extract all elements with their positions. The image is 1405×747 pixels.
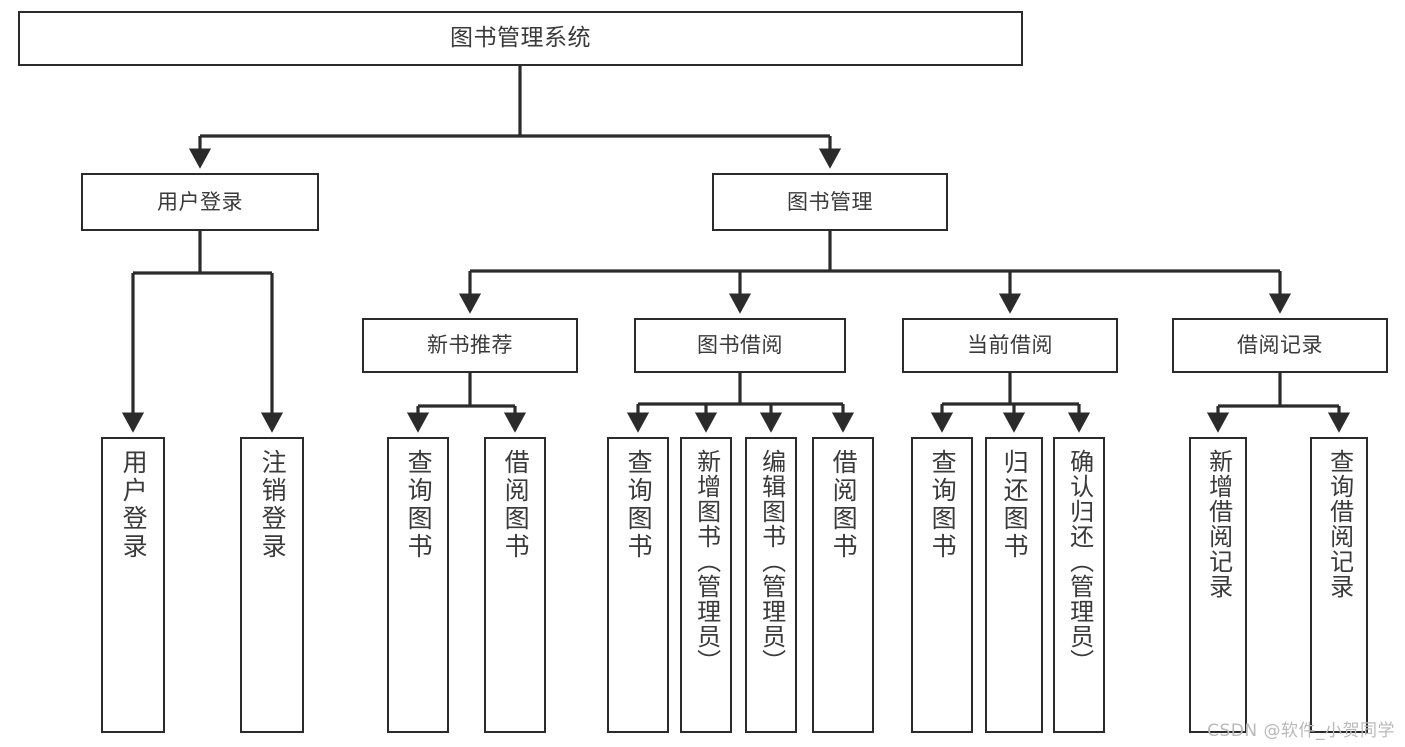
node-user-login[interactable]: 用户登录 [81,173,319,231]
node-label: 用户登录 [157,189,243,214]
node-label: 查询图书 [624,449,654,561]
node-borrowing-record[interactable]: 借阅记录 [1172,318,1388,373]
node-label: 查询图书 [404,449,434,561]
node-label: 借阅图书 [829,449,859,561]
node-label: 图书借阅 [697,333,783,358]
leaf-borrow-book-newbook[interactable]: 借阅图书 [484,437,546,733]
node-label: 用户登录 [119,449,149,561]
leaf-query-book-newbook[interactable]: 查询图书 [387,437,449,733]
node-label: 确认归还（管理员） [1065,449,1094,674]
node-label: 查询借阅记录 [1325,449,1354,599]
watermark: CSDN @软件_小贺同学 [1207,721,1395,741]
node-label: 编辑图书（管理员） [757,449,786,674]
node-book-management[interactable]: 图书管理 [712,173,948,231]
leaf-confirm-return-admin[interactable]: 确认归还（管理员） [1053,437,1105,733]
leaf-query-book-current[interactable]: 查询图书 [911,437,973,733]
node-book-borrowing[interactable]: 图书借阅 [634,318,846,373]
leaf-logout[interactable]: 注销登录 [240,437,304,733]
leaf-edit-book-admin[interactable]: 编辑图书（管理员） [745,437,797,733]
leaf-query-borrow-record[interactable]: 查询借阅记录 [1310,437,1368,733]
node-current-borrowing[interactable]: 当前借阅 [902,318,1118,373]
leaf-add-borrow-record[interactable]: 新增借阅记录 [1189,437,1247,733]
node-label: 借阅记录 [1237,333,1323,358]
node-label: 新增图书（管理员） [692,449,721,674]
leaf-add-book-admin[interactable]: 新增图书（管理员） [680,437,732,733]
node-label: 归还图书 [1000,449,1030,561]
leaf-query-book-borrow[interactable]: 查询图书 [607,437,669,733]
node-label: 图书管理 [787,189,873,214]
node-label: 查询图书 [928,449,958,561]
leaf-return-book[interactable]: 归还图书 [985,437,1043,733]
node-label: 注销登录 [258,449,288,561]
node-label: 新书推荐 [427,333,513,358]
node-label: 新增借阅记录 [1204,449,1233,599]
node-label: 图书管理系统 [450,24,591,51]
node-new-book-recommendation[interactable]: 新书推荐 [362,318,578,373]
leaf-borrow-book-borrow[interactable]: 借阅图书 [812,437,874,733]
leaf-user-login[interactable]: 用户登录 [101,437,165,733]
node-root-system[interactable]: 图书管理系统 [18,11,1023,66]
node-label: 借阅图书 [501,449,531,561]
node-label: 当前借阅 [967,333,1053,358]
